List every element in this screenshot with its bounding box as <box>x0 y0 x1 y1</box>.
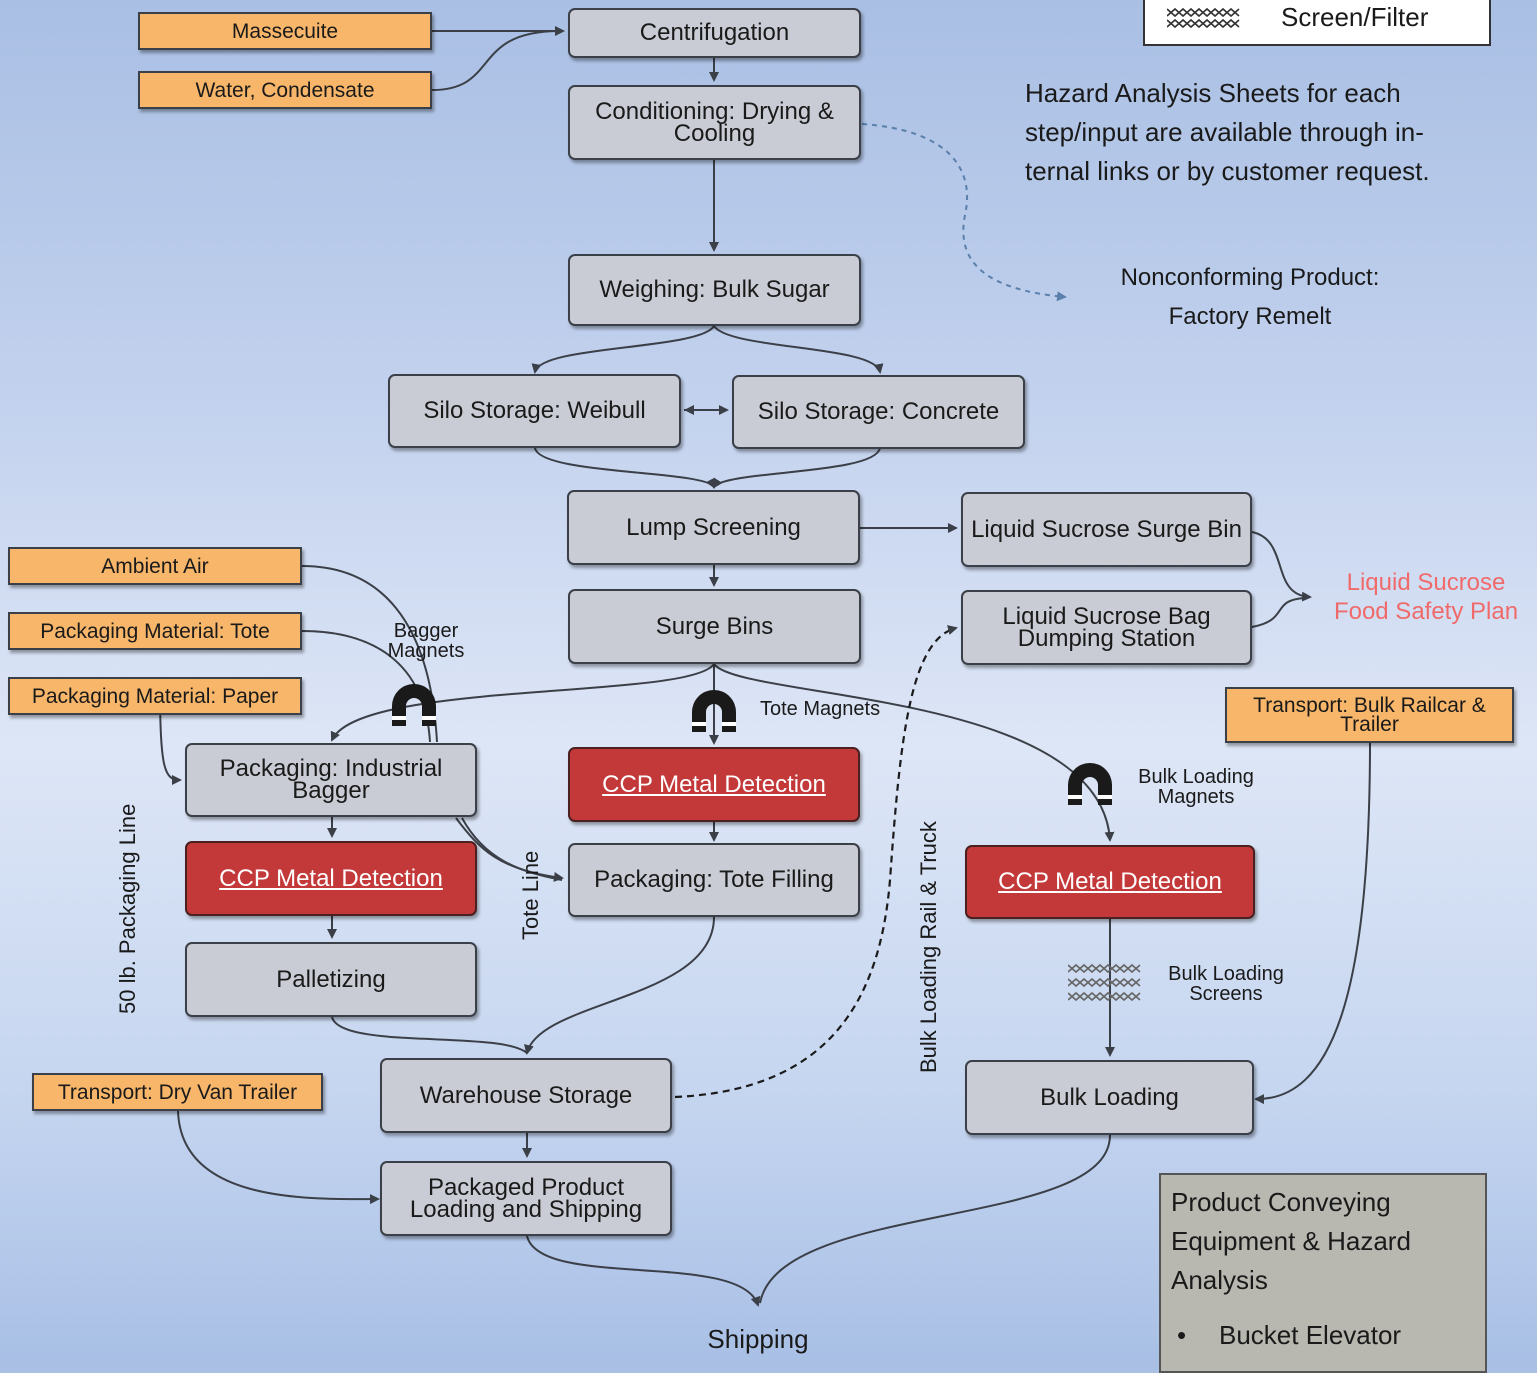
ccp-metal-detection-right[interactable]: CCP Metal Detection <box>965 845 1255 919</box>
step-liquid-surge-bin-label: Liquid Sucrose Surge Bin <box>971 515 1242 543</box>
step-weighing[interactable]: Weighing: Bulk Sugar <box>568 254 861 326</box>
step-packaged-loading[interactable]: Packaged Product Loading and Shipping <box>380 1161 672 1236</box>
ccp-right-label: CCP Metal Detection <box>998 868 1222 895</box>
step-liquid-surge-bin[interactable]: Liquid Sucrose Surge Bin <box>961 492 1252 567</box>
step-silo-weibull[interactable]: Silo Storage: Weibull <box>388 374 681 448</box>
note-line-2: step/input are available through in- <box>1025 117 1424 147</box>
step-conditioning[interactable]: Conditioning: Drying & Cooling <box>568 85 861 160</box>
step-lump-screening-label: Lump Screening <box>626 513 801 541</box>
liquid-sucrose-plan-link[interactable]: Liquid Sucrose Food Safety Plan <box>1318 568 1534 626</box>
liquid-plan-line-1: Liquid Sucrose <box>1346 569 1506 596</box>
input-water-condensate[interactable]: Water, Condensate <box>138 71 432 109</box>
step-tote-filling-label: Packaging: Tote Filling <box>594 866 834 893</box>
step-liquid-bag-dumping-label: Liquid Sucrose Bag Dumping Station <box>1002 602 1211 652</box>
note-line-3: ternal links or by customer request. <box>1025 156 1430 186</box>
input-ambient-air[interactable]: Ambient Air <box>8 547 302 585</box>
input-pkg-tote-label: Packaging Material: Tote <box>40 619 270 643</box>
step-weighing-label: Weighing: Bulk Sugar <box>599 276 830 303</box>
step-palletizing[interactable]: Palletizing <box>185 942 477 1017</box>
line-bulk-label: Bulk Loading Rail & Truck <box>916 821 941 1073</box>
step-palletizing-label: Palletizing <box>276 965 386 993</box>
step-tote-filling[interactable]: Packaging: Tote Filling <box>568 843 860 917</box>
hazard-analysis-note: Hazard Analysis Sheets for each step/inp… <box>1025 74 1430 191</box>
step-lump-screening[interactable]: Lump Screening <box>567 490 860 565</box>
bagger-magnet-icon <box>392 684 436 726</box>
bullet-icon: • <box>1177 1320 1187 1350</box>
nonconforming-line-1: Nonconforming Product: <box>1120 264 1380 291</box>
input-water-label: Water, Condensate <box>195 78 375 102</box>
liquid-plan-line-2: Food Safety Plan <box>1333 598 1519 625</box>
note-line-1: Hazard Analysis Sheets for each <box>1025 78 1401 108</box>
panel-item[interactable]: • Bucket Elevator <box>1171 1316 1475 1355</box>
input-packaging-tote[interactable]: Packaging Material: Tote <box>8 612 302 650</box>
input-ambient-air-label: Ambient Air <box>101 554 209 578</box>
step-silo-weibull-label: Silo Storage: Weibull <box>423 397 646 424</box>
input-massecuite[interactable]: Massecuite <box>138 12 432 50</box>
screen-filter-icon <box>1167 7 1240 29</box>
input-packaging-paper[interactable]: Packaging Material: Paper <box>8 677 302 715</box>
shipping-label: Shipping <box>707 1324 809 1354</box>
ccp-metal-detection-middle[interactable]: CCP Metal Detection <box>568 747 860 822</box>
bulk-loading-magnets-label: Bulk Loading Magnets <box>1138 766 1254 808</box>
step-liquid-bag-dumping[interactable]: Liquid Sucrose Bag Dumping Station <box>961 590 1252 665</box>
ccp-metal-detection-left[interactable]: CCP Metal Detection <box>185 841 477 916</box>
step-silo-concrete[interactable]: Silo Storage: Concrete <box>732 375 1025 449</box>
step-centrifugation[interactable]: Centrifugation <box>568 8 861 58</box>
step-surge-bins-label: Surge Bins <box>655 612 774 640</box>
line-50lb-label: 50 lb. Packaging Line <box>115 803 140 1014</box>
nonconforming-product-label: Nonconforming Product: Factory Remelt <box>1070 258 1430 336</box>
input-transport-railcar[interactable]: Transport: Bulk Railcar & Trailer <box>1225 687 1514 743</box>
input-transport-dry-van[interactable]: Transport: Dry Van Trailer <box>32 1073 323 1111</box>
bulk-loading-screens-label: Bulk Loading Screens <box>1168 963 1284 1005</box>
bagger-magnets-label: Bagger Magnets <box>387 620 465 662</box>
step-packaging-bagger-label: Packaging: Industrial Bagger <box>219 755 443 804</box>
step-conditioning-label: Conditioning: Drying & Cooling <box>595 97 834 147</box>
nonconforming-line-2: Factory Remelt <box>1168 303 1332 330</box>
ccp-left-label: CCP Metal Detection <box>219 864 443 892</box>
step-packaging-bagger[interactable]: Packaging: Industrial Bagger <box>185 743 477 817</box>
bulk-loading-magnet-icon <box>1068 763 1112 805</box>
step-silo-concrete-label: Silo Storage: Concrete <box>757 398 1000 425</box>
legend-box: Screen/Filter <box>1143 0 1491 46</box>
step-bulk-loading-label: Bulk Loading <box>1040 1083 1179 1111</box>
bulk-loading-screen-icon <box>1068 963 1141 1002</box>
panel-title: Product Conveying Equipment & Hazard Ana… <box>1171 1187 1411 1295</box>
step-centrifugation-label: Centrifugation <box>639 19 790 46</box>
legend-label: Screen/Filter <box>1281 2 1429 32</box>
step-packaged-loading-label: Packaged Product Loading and Shipping <box>409 1173 643 1223</box>
line-tote-label: Tote Line <box>518 850 543 940</box>
input-railcar-label: Transport: Bulk Railcar & Trailer <box>1253 694 1486 736</box>
step-warehouse-storage[interactable]: Warehouse Storage <box>380 1058 672 1133</box>
input-massecuite-label: Massecuite <box>231 19 339 43</box>
step-surge-bins[interactable]: Surge Bins <box>568 589 861 664</box>
panel-item-label: Bucket Elevator <box>1219 1320 1402 1350</box>
step-bulk-loading[interactable]: Bulk Loading <box>965 1060 1254 1135</box>
step-warehouse-label: Warehouse Storage <box>419 1081 633 1109</box>
ccp-middle-label: CCP Metal Detection <box>602 770 826 798</box>
tote-magnets-label: Tote Magnets <box>760 698 881 720</box>
tote-magnet-icon <box>692 690 736 732</box>
input-dry-van-label: Transport: Dry Van Trailer <box>57 1080 298 1104</box>
input-pkg-paper-label: Packaging Material: Paper <box>31 684 279 708</box>
conveying-equipment-panel: Product Conveying Equipment & Hazard Ana… <box>1159 1173 1487 1373</box>
